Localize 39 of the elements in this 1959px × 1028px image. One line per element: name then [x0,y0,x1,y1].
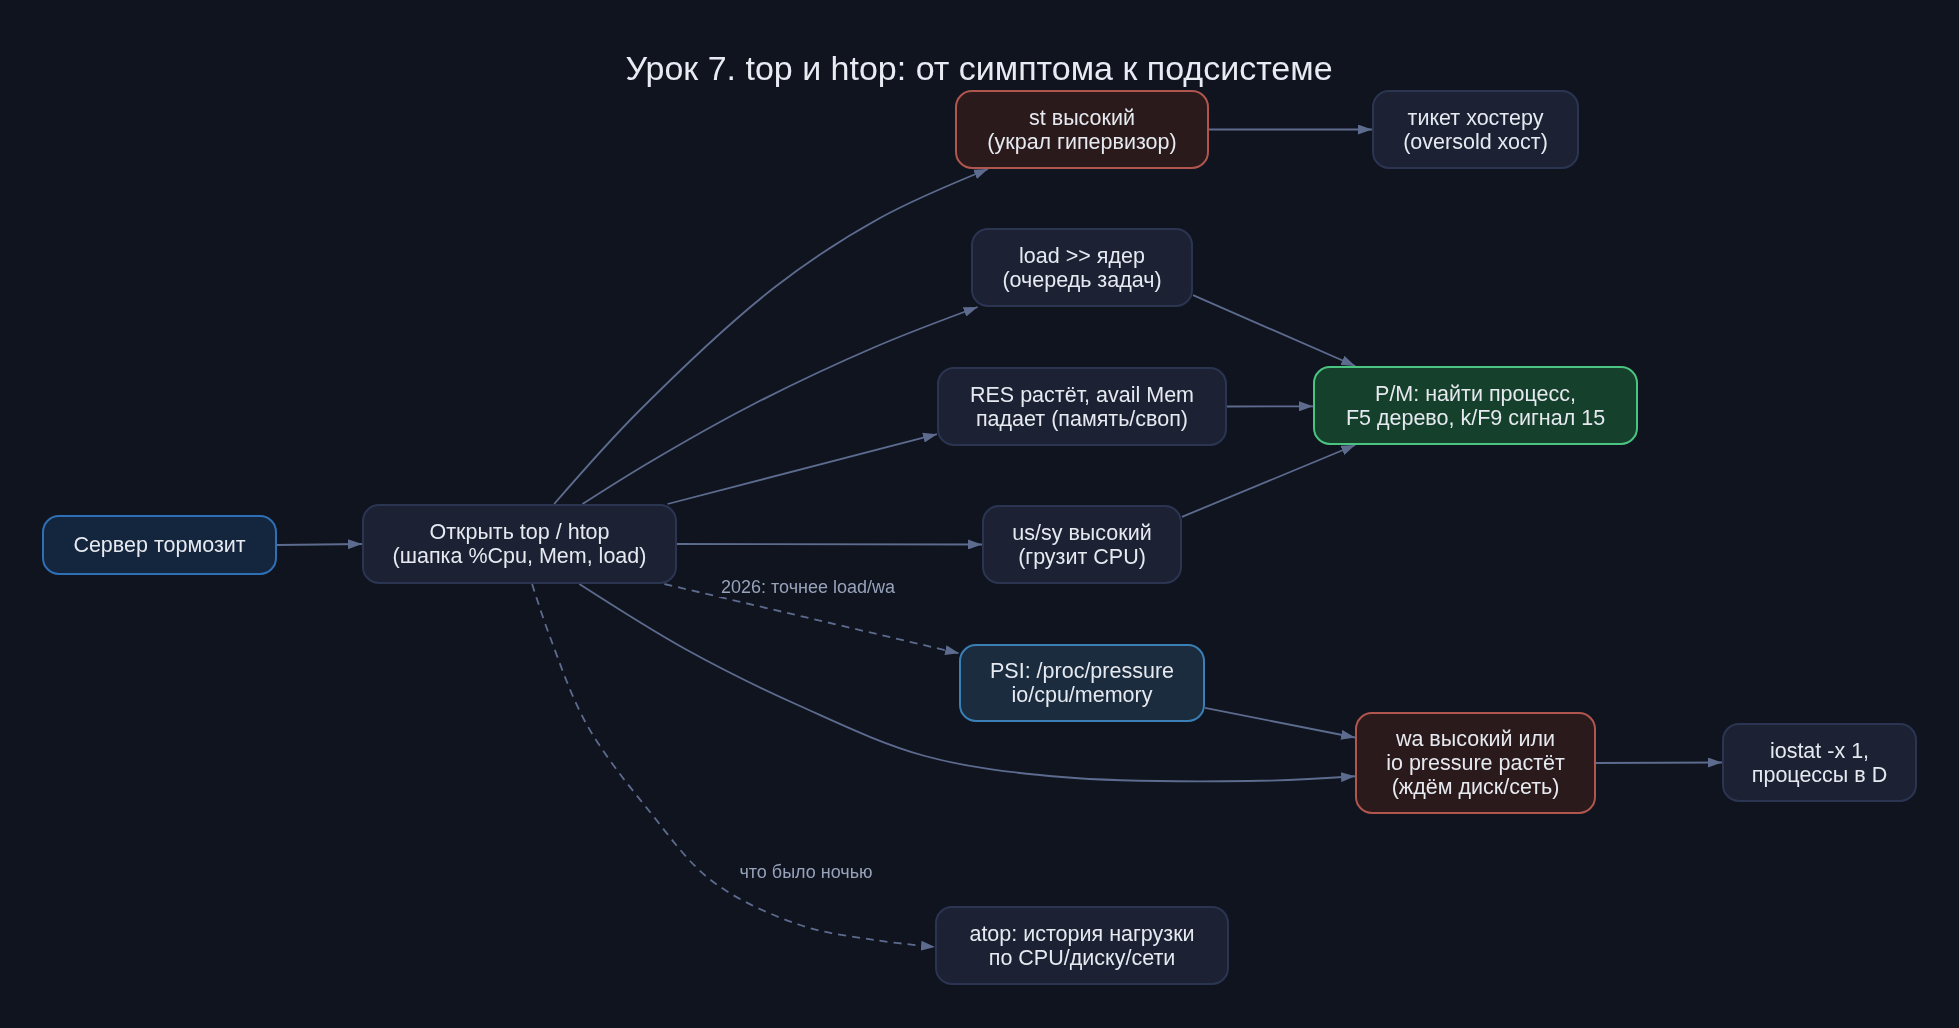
node-label: iostat -x 1, процессы в D [1751,738,1888,787]
arrow [1226,401,1314,412]
node-label: Открыть top / htop (шапка %Cpu, Mem, load) [392,520,647,568]
node-label: atop: история нагрузки по CPU/диску/сети [969,921,1195,970]
info-box [959,644,1205,722]
dashed-arrow [663,583,960,655]
start-box [42,515,277,575]
process-box [935,906,1229,985]
process-box [971,228,1193,307]
arrow [578,583,1356,783]
action-box [1313,366,1638,445]
arrow [1192,294,1357,367]
node-label: st высокий (украл гипервизор) [987,105,1177,154]
node-label: Сервер тормозит [73,533,246,557]
process-box [1722,723,1917,802]
node-label: тикет хостеру (oversold хост) [1403,105,1548,154]
process-box [362,504,677,584]
warning-box [1355,712,1596,814]
node-label: PSI: /proc/pressure io/cpu/memory [990,659,1174,707]
arrow [1595,757,1723,768]
arrow [1204,707,1356,740]
node-label: load >> ядер (очередь задач) [1002,243,1162,292]
warning-box [955,90,1209,169]
arrow [553,168,989,505]
arrow [1208,124,1373,135]
process-box [1372,90,1579,169]
dashed-arrow [531,583,936,951]
process-box [982,505,1182,584]
node-label: wa высокий или io pressure растёт (ждём диск/сеть) [1386,727,1565,799]
arrow [666,432,938,505]
arrow [276,539,363,550]
node-label: P/M: найти процесс, F5 дерево, k/F9 сигнал 15 [1345,381,1606,430]
node-label: us/sy высокий (грузит CPU) [1012,520,1152,569]
node-label: RES растёт, avail Mem падает (память/своп) [970,382,1194,431]
arrow [581,306,979,505]
title: Урок 7. top и htop: от симптома к подсистеме [625,49,1333,87]
arrow [676,539,983,550]
process-box [937,367,1227,446]
arrow [1181,444,1357,518]
